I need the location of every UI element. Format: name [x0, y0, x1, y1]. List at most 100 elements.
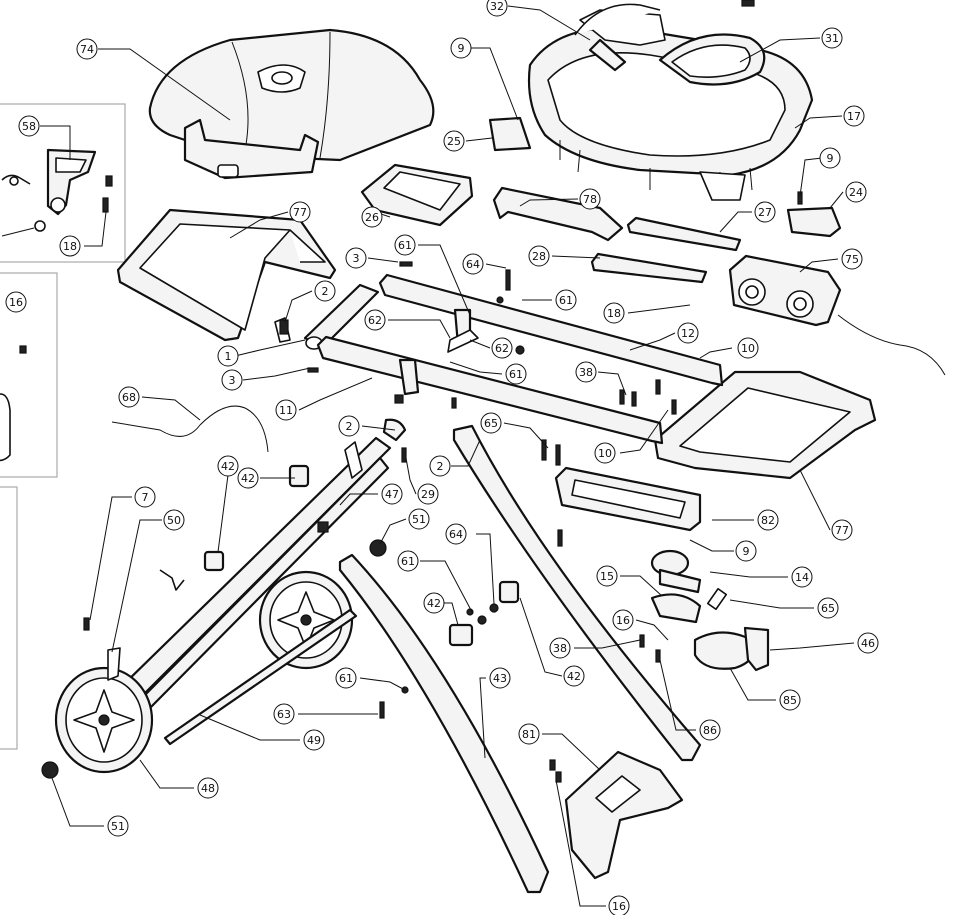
bracket-25	[488, 116, 532, 152]
callout-label: 9	[827, 152, 834, 165]
callout-circle	[338, 415, 360, 437]
callout-label: 58	[22, 120, 36, 133]
callout-label: 86	[703, 724, 717, 737]
callout-circle	[314, 280, 336, 302]
callout-label: 18	[607, 307, 621, 320]
callout-circle	[289, 201, 311, 223]
axle-rod-49	[163, 608, 358, 746]
callout-label: 51	[111, 820, 125, 833]
callout-42: 42	[563, 665, 585, 687]
callout-42: 42	[423, 592, 445, 614]
leg-43	[338, 553, 550, 894]
callout-label: 77	[835, 524, 849, 537]
callout-62: 62	[364, 309, 386, 331]
callout-label: 61	[339, 672, 353, 685]
callout-61: 61	[394, 234, 416, 256]
callout-label: 3	[229, 374, 236, 387]
plate-28	[590, 252, 708, 284]
callout-circle	[677, 322, 699, 344]
callout-label: 47	[385, 488, 399, 501]
callout-38: 38	[575, 361, 597, 383]
callout-26: 26	[361, 206, 383, 228]
callout-label: 26	[365, 211, 379, 224]
callout-29: 29	[417, 483, 439, 505]
callout-label: 38	[553, 642, 567, 655]
callout-label: 82	[761, 514, 775, 527]
callout-circle	[5, 291, 27, 313]
callout-circle	[134, 486, 156, 508]
hose-68	[111, 405, 269, 453]
callout-circle	[217, 455, 239, 477]
leg-2	[452, 424, 702, 762]
callout-circle	[107, 815, 129, 837]
callout-circle	[491, 337, 513, 359]
callout-circle	[735, 540, 757, 562]
callout-label: 50	[167, 514, 181, 527]
callout-label: 12	[681, 327, 695, 340]
callout-circle	[335, 667, 357, 689]
callout-label: 17	[847, 110, 861, 123]
callout-label: 25	[447, 135, 461, 148]
callout-label: 42	[241, 472, 255, 485]
callout-label: 7	[142, 491, 149, 504]
callout-9: 9	[819, 147, 841, 169]
lid-74	[148, 28, 435, 180]
knob-42-d	[498, 580, 520, 604]
callout-circle	[831, 519, 853, 541]
callout-circle	[817, 597, 839, 619]
callout-61: 61	[335, 667, 357, 689]
callout-circle	[596, 565, 618, 587]
callout-label: 77	[293, 206, 307, 219]
callout-circle	[857, 632, 879, 654]
callout-label: 14	[795, 571, 809, 584]
callout-label: 63	[277, 708, 291, 721]
callout-circle	[221, 369, 243, 391]
callout-circle	[486, 0, 508, 17]
callout-circle	[791, 566, 813, 588]
callout-label: 15	[600, 570, 614, 583]
callout-circle	[237, 467, 259, 489]
control-panel-75	[728, 254, 946, 376]
callout-label: 28	[532, 250, 546, 263]
callout-42: 42	[217, 455, 239, 477]
callout-label: 24	[849, 186, 863, 199]
callout-circle	[345, 247, 367, 269]
wheel-48	[54, 666, 154, 774]
callout-1: 1	[217, 345, 239, 367]
callout-62: 62	[491, 337, 513, 359]
callout-61: 61	[555, 289, 577, 311]
screw-9-right	[797, 191, 803, 205]
callout-label: 61	[559, 294, 573, 307]
callout-circle	[217, 345, 239, 367]
side-table-77-left	[116, 208, 337, 343]
knob-42-c	[448, 623, 474, 647]
callout-circle	[76, 38, 98, 60]
callout-77: 77	[289, 201, 311, 223]
callout-61: 61	[397, 550, 419, 572]
callout-circle	[462, 253, 484, 275]
callout-circle	[579, 188, 601, 210]
bracket-58	[1, 148, 113, 237]
callout-label: 64	[449, 528, 463, 541]
callout-49: 49	[303, 729, 325, 751]
callout-65: 65	[817, 597, 839, 619]
callout-circle	[845, 181, 867, 203]
callout-circle	[445, 523, 467, 545]
callout-label: 2	[437, 460, 444, 473]
callout-label: 65	[821, 602, 835, 615]
callout-circle	[555, 289, 577, 311]
callout-label: 29	[421, 488, 435, 501]
frame-rails	[316, 273, 724, 445]
callout-3: 3	[221, 369, 243, 391]
callout-78: 78	[579, 188, 601, 210]
bracket-24	[786, 206, 842, 238]
callout-label: 2	[322, 285, 329, 298]
cap-51-a	[369, 539, 387, 557]
callout-circle	[480, 412, 502, 434]
knob-42-b	[203, 550, 225, 572]
callout-47: 47	[381, 483, 403, 505]
callout-12: 12	[677, 322, 699, 344]
callout-58: 58	[18, 115, 40, 137]
